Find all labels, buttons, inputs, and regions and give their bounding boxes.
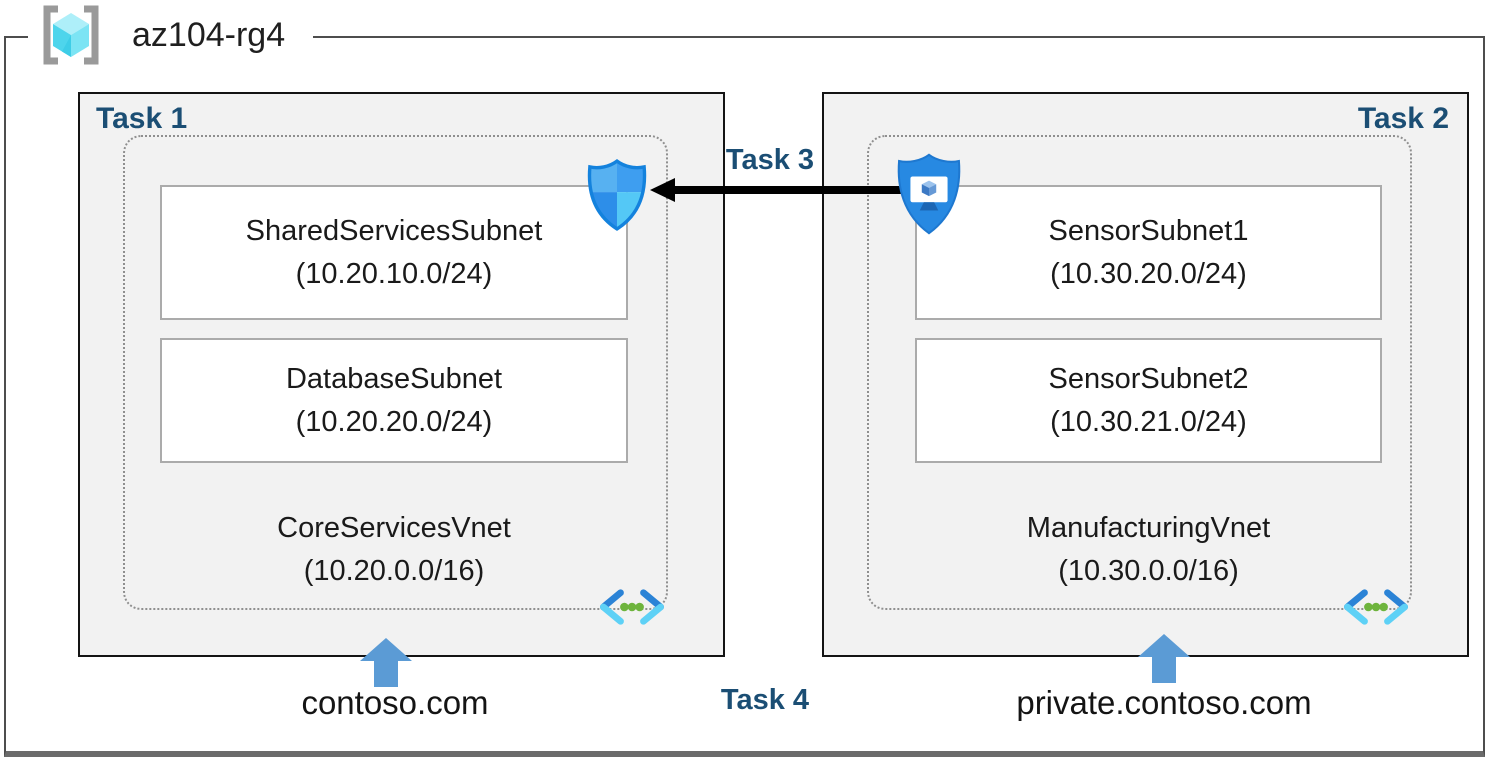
vnet-name: ManufacturingVnet xyxy=(1026,512,1271,544)
task3-label: Task 3 xyxy=(725,144,815,176)
public-dns-zone-label: contoso.com xyxy=(301,684,489,721)
subnet-cidr: (10.20.10.0/24) xyxy=(295,257,493,290)
vnet-name: CoreServicesVnet xyxy=(277,512,511,544)
network-security-group-shield-icon xyxy=(587,158,647,231)
blue-up-arrow-icon xyxy=(360,638,412,687)
blue-up-arrow-icon xyxy=(1138,634,1190,683)
task1-label: Task 1 xyxy=(96,102,188,135)
manufacturing-vnet-label: ManufacturingVnet (10.30.0.0/16) xyxy=(915,507,1382,593)
subnet-cidr: (10.20.20.0/24) xyxy=(295,405,493,438)
subnet-name: SensorSubnet2 xyxy=(1048,362,1249,395)
shared-services-subnet-box: SharedServicesSubnet (10.20.10.0/24) xyxy=(160,185,628,320)
virtual-network-chevrons-icon xyxy=(1344,589,1408,625)
resource-group-header: az104-rg4 xyxy=(28,2,314,68)
database-subnet-box: DatabaseSubnet (10.20.20.0/24) xyxy=(160,338,628,463)
task4-label: Task 4 xyxy=(720,684,810,716)
private-dns-zone-label: private.contoso.com xyxy=(1016,684,1312,721)
manufacturing-vnet-boundary xyxy=(867,135,1412,610)
subnet-name: SensorSubnet1 xyxy=(1048,214,1249,247)
core-vnet-boundary xyxy=(123,135,668,610)
vnet-cidr: (10.20.0.0/16) xyxy=(303,555,485,587)
resource-group-boundary xyxy=(4,36,1485,757)
core-vnet-label: CoreServicesVnet (10.20.0.0/16) xyxy=(160,507,628,593)
vnet-cidr: (10.30.0.0/16) xyxy=(1058,555,1239,587)
resource-group-icon xyxy=(43,5,99,65)
subnet-name: DatabaseSubnet xyxy=(285,362,503,395)
resource-group-name: az104-rg4 xyxy=(132,15,286,54)
virtual-network-chevrons-icon xyxy=(600,589,664,625)
black-left-arrow xyxy=(650,178,902,202)
task2-label: Task 2 xyxy=(1357,102,1449,135)
subnet-cidr: (10.30.20.0/24) xyxy=(1050,257,1247,290)
subnet-name: SharedServicesSubnet xyxy=(245,214,543,247)
sensor-subnet2-box: SensorSubnet2 (10.30.21.0/24) xyxy=(915,338,1382,463)
application-security-group-shield-icon xyxy=(897,153,961,235)
sensor-subnet1-box: SensorSubnet1 (10.30.20.0/24) xyxy=(915,185,1382,320)
subnet-cidr: (10.30.21.0/24) xyxy=(1050,405,1247,438)
